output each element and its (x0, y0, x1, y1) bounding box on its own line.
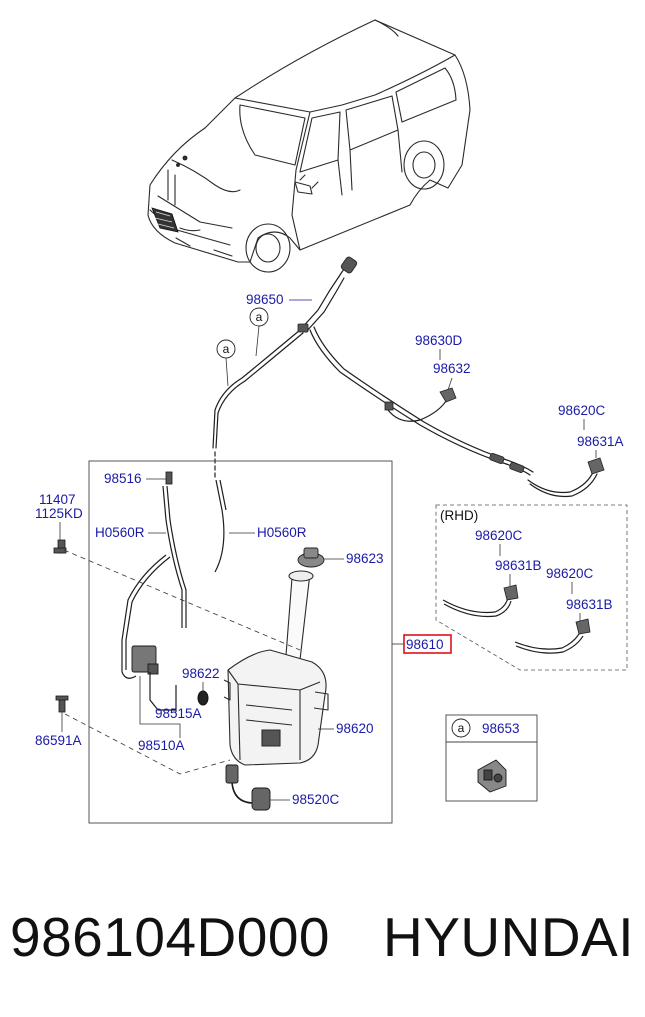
rhd-label: (RHD) (440, 508, 478, 523)
label-H0560R-left: H0560R (95, 525, 145, 540)
label-98650: 98650 (246, 292, 284, 307)
label-rhd-98631B-1: 98631B (495, 558, 542, 573)
label-98622: 98622 (182, 666, 220, 681)
fasteners (53, 471, 173, 713)
highlight-98610-box (403, 634, 452, 654)
label-98630D: 98630D (415, 333, 463, 348)
label-98631A: 98631A (577, 434, 624, 449)
clip-legend: a 98653 (445, 714, 538, 802)
label-98510A: 98510A (138, 738, 185, 753)
hose-connectors (297, 256, 525, 473)
label-98516: 98516 (104, 471, 142, 486)
label-rhd-98631B-2: 98631B (566, 597, 613, 612)
legend-marker-a: a (458, 721, 465, 735)
label-98620C-top: 98620C (558, 403, 606, 418)
label-11407: 11407 (39, 492, 76, 507)
assembly-frame (88, 460, 393, 824)
nozzle-98632 (439, 387, 457, 403)
dashed-leaders (63, 549, 301, 775)
cap-98623 (297, 547, 325, 568)
part-number-caption: 986104D000 (10, 906, 331, 968)
label-98610-highlighted: 98610 (406, 637, 444, 652)
label-rhd-98620C-2: 98620C (546, 566, 594, 581)
pump-motor-98510A (131, 645, 159, 675)
vehicle-illustration (147, 19, 471, 273)
inner-hoses (121, 479, 227, 712)
label-98620: 98620 (336, 721, 374, 736)
tank-location-detail (151, 155, 188, 233)
label-86591A: 86591A (35, 733, 82, 748)
brand-caption: HYUNDAI (383, 906, 635, 968)
pump-98520C (225, 764, 271, 811)
label-98632: 98632 (433, 361, 471, 376)
rhd-variant: (RHD) 98620C 98631B 98620C 98631B (435, 504, 628, 671)
label-H0560R-right: H0560R (257, 525, 307, 540)
marker-a-lower: a (223, 342, 230, 356)
marker-a-upper: a (256, 310, 263, 324)
label-98520C: 98520C (292, 792, 340, 807)
washer-reservoir (223, 570, 329, 766)
label-98623: 98623 (346, 551, 384, 566)
label-rhd-98620C-1: 98620C (475, 528, 523, 543)
label-98515A: 98515A (155, 706, 202, 721)
nozzle-98631A (587, 457, 605, 475)
callouts-assembly: 98516 11407 1125KD H0560R H0560R 98623 9… (35, 471, 452, 807)
label-1125KD: 1125KD (35, 506, 83, 521)
clip-98653 (477, 759, 507, 793)
callouts-upper: 98650 98630D 98632 98620C 98631A a a (216, 292, 624, 458)
grommet-98622 (197, 690, 209, 706)
legend-label-98653: 98653 (482, 721, 520, 736)
